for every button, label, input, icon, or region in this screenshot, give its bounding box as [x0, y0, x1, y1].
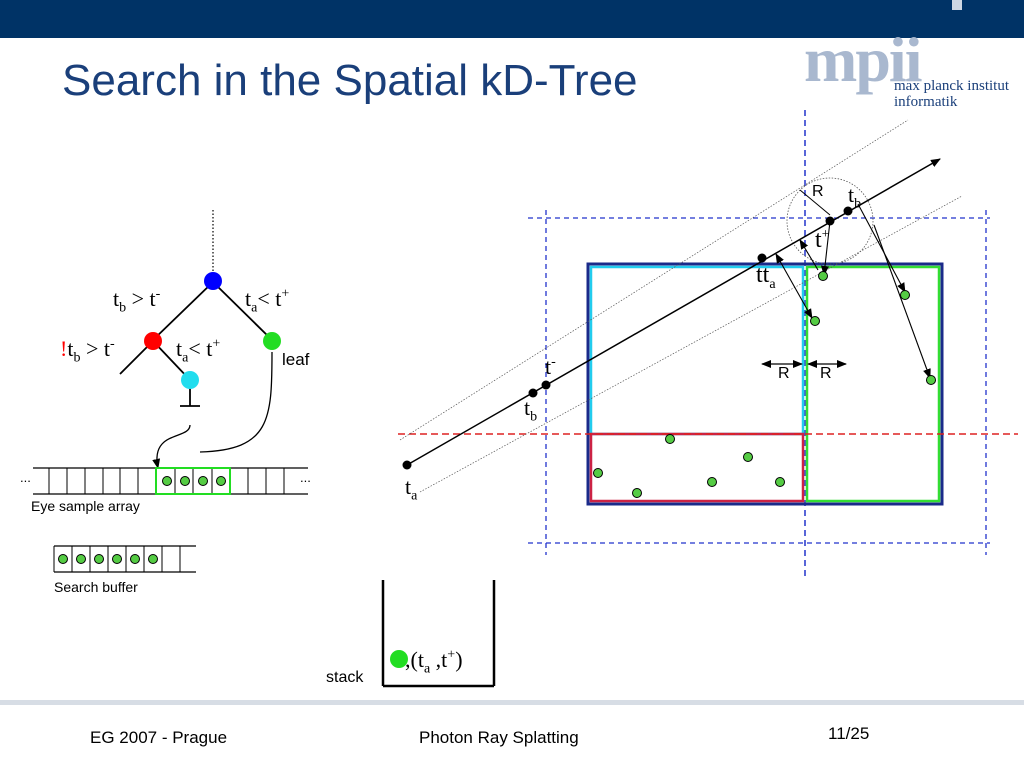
tree-edge-right [212, 281, 273, 341]
search-radius-circle [786, 177, 874, 265]
ray-point-tb [528, 388, 538, 398]
logo-mark: mpii [804, 24, 922, 95]
projection-arrow [775, 253, 813, 319]
array-ellipsis-left: ... [20, 470, 31, 485]
tree-node-left [144, 332, 162, 350]
ray-slab-upper [399, 119, 909, 441]
ray-point-tminus [541, 380, 551, 390]
projection-arrow [821, 220, 831, 276]
kd-cell-green [805, 265, 941, 503]
array-ellipsis-right: ... [300, 470, 311, 485]
ray-point-tb-upper [843, 206, 853, 216]
label-t-minus: t- [545, 354, 556, 379]
tree-leaf-node [263, 332, 281, 350]
stack-entry: ,(ta ,t+) [405, 647, 463, 677]
label-t-b-start: tb [524, 395, 538, 425]
kd-cell-outer [586, 262, 944, 506]
tree-edge-right-label: ta< t+ [245, 286, 290, 316]
footer-divider [0, 700, 1024, 705]
stack-label: stack [326, 669, 364, 686]
label-t-a-start: ta [405, 474, 418, 504]
photon-points [593, 271, 936, 498]
footer-left: EG 2007 - Prague [90, 728, 228, 747]
tree-root-node [204, 272, 222, 290]
mpii-logo: mpii max planck institut informatik [804, 24, 1009, 111]
label-t-plus: t+ [815, 227, 830, 253]
ray-point-ta [402, 460, 412, 470]
ray-slab-lower [419, 195, 963, 493]
search-buffer [53, 545, 196, 573]
logo-line-2: informatik [894, 94, 958, 110]
tree-node-cyan [181, 371, 199, 389]
ray-point-ta-upper [757, 253, 767, 263]
leaf-label: leaf [282, 350, 310, 369]
radius-label-top: R [812, 183, 824, 200]
page-number: 11/25 [828, 724, 870, 743]
projection-arrow [857, 203, 906, 293]
leaf-to-array-curve [199, 351, 273, 453]
logo-line-1: max planck institut [894, 78, 1009, 94]
stack-container [381, 580, 496, 688]
footer-center: Photon Ray Splatting [419, 728, 579, 747]
label-t-b-upper: tb [848, 182, 862, 212]
slide-title: Search in the Spatial kD-Tree [62, 56, 638, 105]
header-bar [0, 0, 1024, 38]
radius-indicator [799, 189, 831, 216]
node-to-array-arrow [152, 424, 191, 469]
kd-cell-red [589, 432, 805, 503]
radius-label-right: R [820, 365, 832, 382]
tree-lower-right-label: ta< t+ [176, 336, 221, 366]
eye-sample-array [33, 467, 308, 495]
eye-sample-array-label: Eye sample array [31, 498, 140, 514]
tree-edge-left [152, 281, 214, 341]
tree-lower-left-label: !tb > t- [60, 336, 115, 366]
tree-edge-left-label: tb > t- [113, 286, 161, 316]
search-buffer-label: Search buffer [54, 579, 138, 595]
radius-label-left: R [778, 365, 790, 382]
projection-arrow [873, 224, 931, 379]
projection-arrow [799, 239, 819, 271]
header-corner-mark [952, 0, 962, 10]
label-t-a-upper: tta [756, 262, 776, 292]
